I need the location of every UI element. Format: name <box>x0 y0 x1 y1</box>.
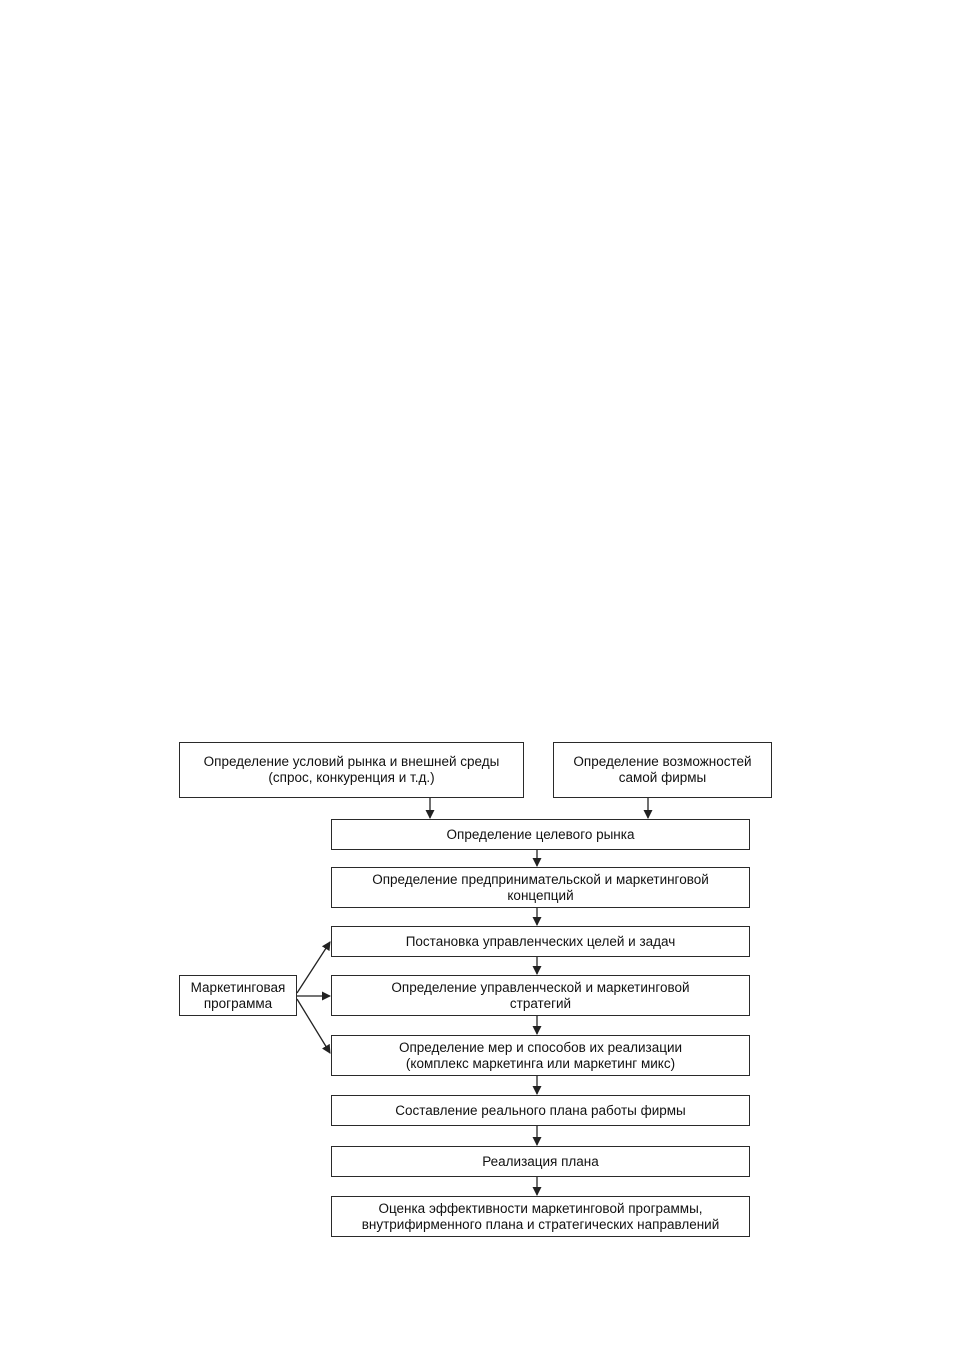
node-measures-line2: (комплекс маркетинга или маркетинг микс) <box>405 1055 676 1071</box>
node-goals-tasks: Постановка управленческих целей и задач <box>331 926 750 957</box>
node-strategy-line2: стратегий <box>509 995 572 1011</box>
node-goals-tasks-line1: Постановка управленческих целей и задач <box>405 933 676 949</box>
arrow-program-to-goals <box>296 941 331 994</box>
node-evaluation: Оценка эффективности маркетинговой прогр… <box>331 1196 750 1237</box>
arrow-program-to-measures <box>296 998 331 1054</box>
node-marketing-program: Маркетинговая программа <box>179 975 297 1016</box>
node-market-conditions-line1: Определение условий рынка и внешней сред… <box>203 754 500 769</box>
node-plan-implementation: Реализация плана <box>331 1146 750 1177</box>
node-plan-implementation-line1: Реализация плана <box>482 1153 599 1169</box>
node-marketing-program-line1: Маркетинговая <box>190 979 286 995</box>
node-evaluation-line2: внутрифирменного плана и стратегических … <box>361 1216 720 1232</box>
node-target-market-line1: Определение целевого рынка <box>446 826 635 842</box>
node-work-plan: Составление реального плана работы фирмы <box>331 1095 750 1126</box>
node-measures: Определение мер и способов их реализации… <box>331 1035 750 1076</box>
node-firm-capabilities-line2: самой фирмы <box>618 770 707 785</box>
node-evaluation-line1: Оценка эффективности маркетинговой прогр… <box>378 1200 703 1216</box>
node-market-conditions-line2: (спрос, конкуренция и т.д.) <box>268 770 435 785</box>
node-strategy-line1: Определение управленческой и маркетингов… <box>391 979 690 995</box>
node-strategy: Определение управленческой и маркетингов… <box>331 975 750 1016</box>
node-firm-capabilities-line1: Определение возможностей <box>573 754 752 769</box>
node-measures-line1: Определение мер и способов их реализации <box>398 1039 683 1055</box>
node-market-conditions: Определение условий рынка и внешней сред… <box>179 742 524 798</box>
node-firm-capabilities: Определение возможностей самой фирмы <box>553 742 772 798</box>
node-target-market: Определение целевого рынка <box>331 819 750 850</box>
node-work-plan-line1: Составление реального плана работы фирмы <box>395 1102 686 1118</box>
node-business-concept-line2: концепций <box>507 887 574 903</box>
node-marketing-program-line2: программа <box>203 995 273 1011</box>
node-business-concept: Определение предпринимательской и маркет… <box>331 867 750 908</box>
node-business-concept-line1: Определение предпринимательской и маркет… <box>372 871 709 887</box>
